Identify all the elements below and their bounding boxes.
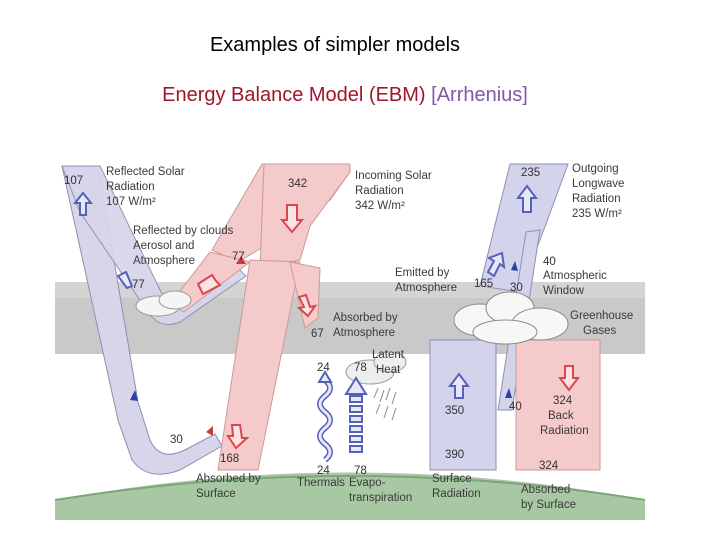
back-radiation-band: [515, 339, 601, 471]
absorbed-surface-right-label: Absorbed by Surface: [521, 484, 576, 511]
value-168: 168: [220, 453, 239, 465]
red-arrows: [196, 204, 580, 450]
value-24-top: 24: [317, 362, 330, 374]
absorbed-arrow-icon: [226, 424, 250, 450]
value-30-emitted: 30: [510, 282, 523, 294]
value-342: 342: [288, 178, 307, 190]
value-235: 235: [521, 167, 540, 179]
value-78-bottom: 78: [354, 465, 367, 477]
value-390: 390: [445, 449, 464, 461]
value-77-right: 77: [232, 251, 245, 263]
surface-radiation-label: Surface Radiation: [432, 473, 481, 500]
thermals-arrowhead-icon: [317, 370, 333, 383]
value-107: 107: [64, 175, 83, 187]
value-78-top: 78: [354, 362, 367, 374]
greenhouse-gases-label: Greenhouse Gases: [570, 310, 637, 337]
evapotranspiration-arrow-icon: [344, 376, 368, 453]
absorbed-surface-band: [217, 259, 301, 471]
incoming-solar-label: Incoming Solar Radiation 342 W/m²: [355, 170, 435, 212]
outgoing-longwave-label: Outgoing Longwave Radiation 235 W/m²: [572, 163, 628, 220]
value-324-surface: 324: [539, 460, 559, 472]
value-77-left: 77: [132, 279, 145, 291]
thermals-squiggle-inner: [318, 378, 332, 462]
atmospheric-window-label: Atmospheric Window: [543, 270, 610, 297]
cloud-reflect-blue-arrow-icon: [116, 270, 134, 290]
value-67: 67: [311, 328, 324, 340]
evapotranspiration-label: Evapo- transpiration: [349, 477, 412, 504]
value-324-back: 324: [553, 395, 573, 407]
earth-surface-edge: [54, 475, 646, 501]
emitted-atmosphere-label: Emitted by Atmosphere: [395, 267, 457, 294]
subtitle-reference: [Arrhenius]: [431, 84, 528, 106]
back-radiation-arrow-icon: [558, 365, 580, 392]
thermals-label: Thermals: [297, 477, 345, 489]
back-radiation-label: Back Radiation: [540, 410, 589, 437]
emitted-arrow-icon: [486, 251, 506, 278]
cloud-latent: [345, 351, 407, 385]
absorbed-surface-left-label: Absorbed by Surface: [196, 473, 264, 500]
small-red-markers: [206, 256, 246, 436]
subtitle-main: Energy Balance Model (EBM): [162, 84, 426, 106]
earth-surface: [55, 472, 645, 520]
value-24-bottom: 24: [317, 465, 330, 477]
small-blue-markers: [130, 261, 518, 401]
reflected-up-arrow-icon: [72, 191, 94, 216]
value-165: 165: [474, 278, 493, 290]
value-350: 350: [445, 405, 464, 417]
value-40-surface: 40: [509, 401, 522, 413]
slide-title: Examples of simpler models: [209, 34, 461, 56]
outgoing-up-arrow-icon: [516, 184, 538, 213]
atm-absorbed-arrow-icon: [296, 293, 318, 318]
reflected-solar-label: Reflected Solar Radiation 107 W/m²: [106, 166, 188, 208]
surface-up-arrow-icon: [448, 372, 470, 399]
latent-heat-label: Latent Heat: [372, 349, 407, 376]
cloud-left: [135, 290, 192, 317]
slide-subtitle: Energy Balance Model (EBM) [Arrhenius]: [0, 84, 705, 107]
cloud-reflect-arrow-icon: [196, 273, 222, 296]
surface-radiation-band: [429, 339, 497, 471]
rain-lines: [373, 387, 397, 421]
blue-arrows: [72, 184, 538, 399]
value-30-surface: 30: [170, 434, 183, 446]
cloud-right: [453, 291, 569, 345]
absorbed-atmosphere-label: Absorbed by Atmosphere: [333, 312, 401, 339]
reflected-clouds-label: Reflected by clouds Aerosol and Atmosphe…: [133, 225, 237, 267]
value-40-window: 40: [543, 256, 556, 268]
incoming-arrow-icon: [279, 204, 305, 234]
